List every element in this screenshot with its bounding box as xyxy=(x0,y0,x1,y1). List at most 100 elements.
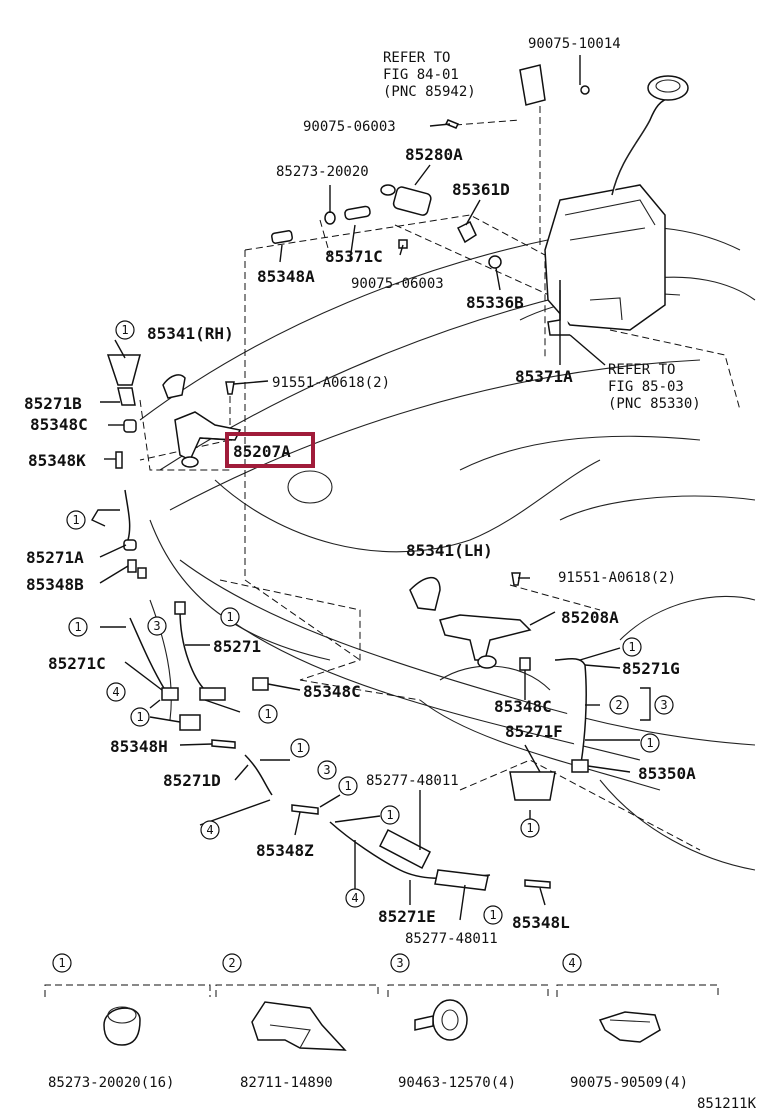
label-85271A: 85271A xyxy=(26,548,84,567)
callout-number: 3 xyxy=(153,619,160,633)
dashed-lines xyxy=(139,95,741,851)
callout-1: 1 xyxy=(520,818,540,838)
callout-3: 3 xyxy=(654,695,674,715)
callout-1: 1 xyxy=(115,320,135,340)
label-85271G: 85271G xyxy=(622,659,680,678)
callout-number: 3 xyxy=(396,956,403,970)
callout-4: 4 xyxy=(200,820,220,840)
label-90075-06003-b: 90075-06003 xyxy=(351,276,444,292)
callout-1: 1 xyxy=(622,637,642,657)
callout-number: 1 xyxy=(58,956,65,970)
callout-3: 3 xyxy=(317,760,337,780)
callout-number: 4 xyxy=(351,891,358,905)
callout-number: 1 xyxy=(526,821,533,835)
label-85336B: 85336B xyxy=(466,293,524,312)
callout-1: 1 xyxy=(338,776,358,796)
callout-number: 1 xyxy=(386,808,393,822)
label-85348B: 85348B xyxy=(26,575,84,594)
refer-right-line-3: (PNC 85330) xyxy=(608,396,701,412)
hoses xyxy=(129,601,589,891)
label-85277-48011-b: 85277-48011 xyxy=(405,931,498,947)
legend: 1 85273-20020(16) 2 82711-14890 3 90463-… xyxy=(44,953,719,1091)
callout-1: 1 xyxy=(290,738,310,758)
legend-item-1: 1 85273-20020(16) xyxy=(44,953,211,1091)
label-85350A: 85350A xyxy=(638,764,696,783)
callout-1: 1 xyxy=(68,617,88,637)
nozzle-lh xyxy=(409,572,532,669)
label-85271: 85271 xyxy=(213,637,261,656)
legend-item-3: 3 90463-12570(4) xyxy=(387,953,549,1091)
label-85271E: 85271E xyxy=(378,907,436,926)
leader-lines xyxy=(90,55,651,921)
callout-number: 4 xyxy=(112,685,119,699)
callout-number: 4 xyxy=(568,956,575,970)
callout-number: 2 xyxy=(615,698,622,712)
label-85348Z: 85348Z xyxy=(256,841,314,860)
callout-4: 4 xyxy=(345,888,365,908)
label-85271C: 85271C xyxy=(48,654,106,673)
callout-1: 1 xyxy=(130,707,150,727)
callout-number: 1 xyxy=(296,741,303,755)
label-85341-RH: 85341(RH) xyxy=(147,324,234,343)
label-85371C: 85371C xyxy=(325,247,383,266)
highlight-box xyxy=(225,432,315,468)
callout-number: 1 xyxy=(646,736,653,750)
label-85271B: 85271B xyxy=(24,394,82,413)
callout-number: 2 xyxy=(228,956,235,970)
label-85348C: 85348C xyxy=(30,415,88,434)
label-85271F: 85271F xyxy=(505,722,563,741)
legend-item-2: 2 82711-14890 xyxy=(215,953,379,1091)
part-labels: REFER TO FIG 84-01 (PNC 85942) 90075-100… xyxy=(24,36,701,947)
callout-number: 1 xyxy=(72,513,79,527)
label-85348C-c: 85348C xyxy=(494,697,552,716)
label-85348L: 85348L xyxy=(512,913,570,932)
callout-number: 1 xyxy=(628,640,635,654)
callout-number: 1 xyxy=(121,323,128,337)
callout-1: 1 xyxy=(483,905,503,925)
label-91551-b: 91551-A0618(2) xyxy=(558,570,676,586)
callout-number: 1 xyxy=(489,908,496,922)
label-85207A: 85207A xyxy=(233,442,291,461)
callout-number: 1 xyxy=(74,620,81,634)
callout-1: 1 xyxy=(258,704,278,724)
refer-top-line-3: (PNC 85942) xyxy=(383,84,476,100)
pump-assembly xyxy=(225,119,502,395)
callout-1: 1 xyxy=(220,607,240,627)
callout-number: 1 xyxy=(226,610,233,624)
label-85208A: 85208A xyxy=(561,608,619,627)
callout-1: 1 xyxy=(66,510,86,530)
callout-1: 1 xyxy=(640,733,660,753)
figure-code: 851211K xyxy=(697,1096,757,1112)
callout-number: 1 xyxy=(264,707,271,721)
legend-part-1: 85273-20020(16) xyxy=(48,1075,174,1091)
callout-number: 1 xyxy=(136,710,143,724)
refer-right-line-2: FIG 85-03 xyxy=(608,379,684,395)
label-85348A: 85348A xyxy=(257,267,315,286)
callouts: 1 1 1 3 1 4 1 1 1 3 1 4 1 4 1 1 2 3 1 1 xyxy=(66,320,674,925)
legend-part-3: 90463-12570(4) xyxy=(398,1075,516,1091)
label-85341-LH: 85341(LH) xyxy=(406,541,493,560)
label-85371A: 85371A xyxy=(515,367,573,386)
label-85348K: 85348K xyxy=(28,451,86,470)
callout-2: 2 xyxy=(609,695,629,715)
label-85280A: 85280A xyxy=(405,145,463,164)
callout-3: 3 xyxy=(147,616,167,636)
label-85348C-b: 85348C xyxy=(303,682,361,701)
legend-part-4: 90075-90509(4) xyxy=(570,1075,688,1091)
label-90075-10014: 90075-10014 xyxy=(528,36,621,52)
refer-top-line-1: REFER TO xyxy=(383,50,450,66)
legend-part-2: 82711-14890 xyxy=(240,1075,333,1091)
callout-number: 3 xyxy=(323,763,330,777)
callout-1: 1 xyxy=(380,805,400,825)
legend-item-4: 4 90075-90509(4) xyxy=(556,953,719,1091)
refer-top-line-2: FIG 84-01 xyxy=(383,67,459,83)
nozzle-rh xyxy=(106,354,242,579)
callout-number: 3 xyxy=(660,698,667,712)
refer-right-line-1: REFER TO xyxy=(608,362,675,378)
callout-number: 4 xyxy=(206,823,213,837)
label-85277-48011-a: 85277-48011 xyxy=(366,773,459,789)
label-91551-a: 91551-A0618(2) xyxy=(272,375,390,391)
label-85348H: 85348H xyxy=(110,737,168,756)
label-85271D: 85271D xyxy=(163,771,221,790)
